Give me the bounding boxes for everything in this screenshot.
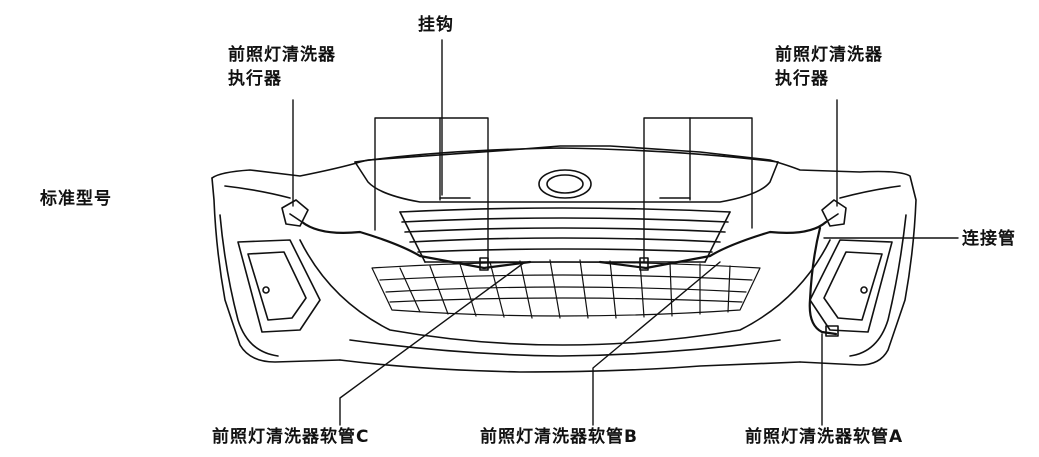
fog-lamp-left bbox=[237, 239, 321, 333]
leader-hook-bracket-left bbox=[374, 117, 489, 263]
leader-hook-bracket-right bbox=[643, 117, 753, 263]
washer-hoses bbox=[300, 220, 838, 336]
hose-b-label: 前照灯清洗器软管B bbox=[480, 427, 638, 447]
leader-hose-c bbox=[339, 261, 526, 426]
connector-clip bbox=[825, 325, 839, 337]
leader-hose-b bbox=[592, 261, 721, 426]
hose-a-label: 前照灯清洗器软管A bbox=[745, 427, 904, 447]
hose-c-label: 前照灯清洗器软管C bbox=[212, 427, 370, 447]
actuator-right-label-line1: 前照灯清洗器 bbox=[775, 45, 883, 65]
connector-pipe-label: 连接管 bbox=[962, 229, 1016, 249]
hook-left bbox=[479, 257, 489, 271]
actuator-left-label-line2: 执行器 bbox=[228, 69, 282, 89]
lower-mesh-grille bbox=[371, 259, 761, 319]
bumper-outline bbox=[211, 145, 917, 373]
leader-lines bbox=[292, 39, 959, 426]
actuator-right-label-line2: 执行器 bbox=[775, 69, 829, 89]
fog-lamp-right bbox=[809, 239, 893, 333]
washer-actuator-left bbox=[281, 199, 309, 227]
hook-label: 挂钩 bbox=[418, 15, 454, 35]
lower-bumper-contour bbox=[299, 239, 831, 357]
actuator-left-label-line1: 前照灯清洗器 bbox=[228, 45, 336, 65]
main-grille bbox=[399, 207, 731, 263]
model-label: 标准型号 bbox=[40, 189, 112, 209]
washer-actuator-right bbox=[821, 199, 847, 227]
